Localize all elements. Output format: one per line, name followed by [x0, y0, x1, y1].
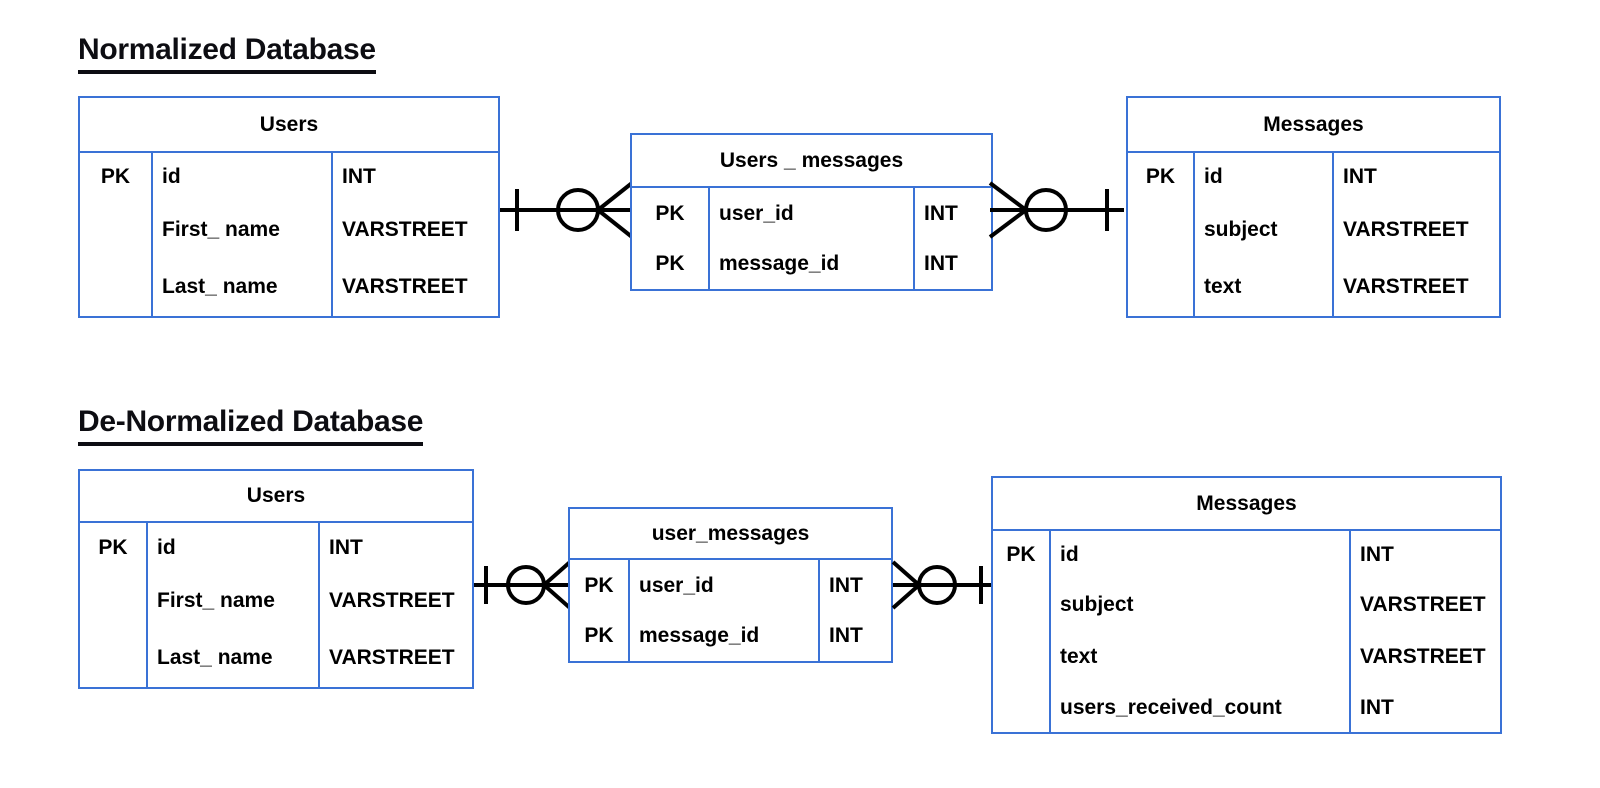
type-cell: INT: [329, 535, 363, 559]
type-cell: VARSTREET: [342, 275, 468, 298]
key-cell: PK: [1145, 165, 1176, 188]
relationship-users-to-usermessages-denormalized: [474, 560, 572, 610]
key-column: PK: [80, 153, 153, 316]
type-cell: VARSTREET: [329, 588, 455, 612]
key-cell: [80, 629, 146, 687]
type-column: INT VARSTREET VARSTREET: [1334, 153, 1499, 316]
entity-title: user_messages: [570, 509, 891, 560]
key-cell: [80, 258, 151, 316]
relationship-users-to-usersmessages-normalized: [500, 181, 634, 239]
entity-messages-normalized[interactable]: Messages PK id subject text INT VARSTREE…: [1126, 96, 1501, 318]
field-cell: Last_ name: [162, 275, 278, 298]
entity-users-denormalized[interactable]: Users PK id First_ name Last_ name INT V…: [78, 469, 474, 689]
field-cell: First_ name: [157, 588, 275, 612]
entity-title: Users: [80, 98, 498, 153]
key-cell: PK: [100, 165, 131, 188]
entity-title: Messages: [1128, 98, 1499, 153]
entity-name: Messages: [1263, 112, 1364, 136]
field-cell: message_id: [639, 624, 760, 647]
field-column: user_id message_id: [710, 188, 915, 289]
field-column: id First_ name Last_ name: [148, 523, 320, 687]
entity-title: Users: [80, 471, 472, 523]
field-column: id subject text users_received_count: [1051, 531, 1351, 732]
type-column: INT VARSTREET VARSTREET: [333, 153, 498, 316]
type-cell: INT: [1360, 695, 1394, 719]
field-cell: user_id: [719, 201, 794, 225]
key-column: PK: [1128, 153, 1195, 316]
field-cell: text: [1204, 275, 1242, 298]
type-cell: VARSTREET: [1360, 645, 1486, 668]
field-cell: text: [1060, 645, 1098, 668]
field-column: id subject text: [1195, 153, 1334, 316]
type-cell: INT: [1360, 543, 1394, 566]
key-cell: [80, 572, 146, 629]
type-column: INT VARSTREET VARSTREET INT: [1351, 531, 1500, 732]
key-cell: PK: [584, 573, 614, 597]
entity-name: Users: [246, 484, 306, 507]
type-column: INT INT: [915, 188, 991, 289]
entity-body: PK id First_ name Last_ name INT VARSTRE…: [80, 523, 472, 687]
key-cell: [1128, 201, 1193, 258]
key-cell: [1128, 258, 1193, 316]
entity-body: PK id subject text INT VARSTREET VARSTRE…: [1128, 153, 1499, 316]
key-column: PK PK: [632, 188, 710, 289]
key-column: PK PK: [570, 560, 630, 661]
type-column: INT VARSTREET VARSTREET: [320, 523, 472, 687]
type-cell: INT: [829, 624, 863, 647]
entity-users-normalized[interactable]: Users PK id First_ name Last_ name INT V…: [78, 96, 500, 318]
field-column: id First_ name Last_ name: [153, 153, 333, 316]
entity-body: PK id subject text users_received_count …: [993, 531, 1500, 732]
field-cell: id: [1204, 165, 1223, 188]
type-cell: INT: [924, 252, 958, 275]
entity-name: Users: [259, 112, 319, 136]
field-cell: message_id: [719, 252, 840, 275]
entity-name: Messages: [1196, 491, 1297, 515]
entity-title: Messages: [993, 478, 1500, 531]
field-cell: First_ name: [162, 217, 280, 241]
key-cell: [80, 201, 151, 258]
field-cell: Last_ name: [157, 646, 273, 669]
type-column: INT INT: [820, 560, 891, 661]
type-cell: INT: [342, 165, 376, 188]
key-cell: PK: [584, 624, 614, 647]
key-cell: [993, 579, 1049, 631]
relationship-usermessages-to-messages-denormalized: [891, 560, 993, 610]
entity-name: user_messages: [651, 521, 810, 545]
entity-title: Users _ messages: [632, 135, 991, 188]
field-cell: subject: [1204, 217, 1278, 241]
field-cell: id: [162, 165, 181, 188]
entity-users-messages-normalized[interactable]: Users _ messages PK PK user_id message_i…: [630, 133, 993, 291]
key-cell: PK: [655, 201, 685, 225]
key-cell: [993, 683, 1049, 732]
type-cell: INT: [1343, 165, 1377, 188]
type-cell: INT: [924, 201, 958, 225]
field-cell: user_id: [639, 573, 714, 597]
entity-body: PK id First_ name Last_ name INT VARSTRE…: [80, 153, 498, 316]
key-column: PK: [993, 531, 1051, 732]
field-cell: id: [157, 535, 176, 559]
key-column: PK: [80, 523, 148, 687]
field-cell: users_received_count: [1060, 695, 1282, 719]
type-cell: VARSTREET: [1343, 275, 1469, 298]
entity-name: Users _ messages: [719, 148, 904, 172]
section-heading-denormalized: De-Normalized Database: [78, 405, 423, 446]
field-cell: id: [1060, 543, 1079, 566]
key-cell: [993, 631, 1049, 683]
entity-body: PK PK user_id message_id INT INT: [570, 560, 891, 661]
entity-user-messages-denormalized[interactable]: user_messages PK PK user_id message_id I…: [568, 507, 893, 663]
key-cell: PK: [655, 252, 685, 275]
section-heading-normalized: Normalized Database: [78, 33, 376, 74]
field-column: user_id message_id: [630, 560, 820, 661]
relationship-usersmessages-to-messages-normalized: [988, 181, 1124, 239]
key-cell: PK: [1006, 543, 1036, 566]
type-cell: VARSTREET: [1360, 593, 1486, 616]
type-cell: INT: [829, 573, 863, 597]
entity-messages-denormalized[interactable]: Messages PK id subject text users_receiv…: [991, 476, 1502, 734]
type-cell: VARSTREET: [329, 646, 455, 669]
field-cell: subject: [1060, 593, 1134, 616]
entity-body: PK PK user_id message_id INT INT: [632, 188, 991, 289]
type-cell: VARSTREET: [342, 217, 468, 241]
type-cell: VARSTREET: [1343, 217, 1469, 241]
key-cell: PK: [98, 535, 128, 559]
